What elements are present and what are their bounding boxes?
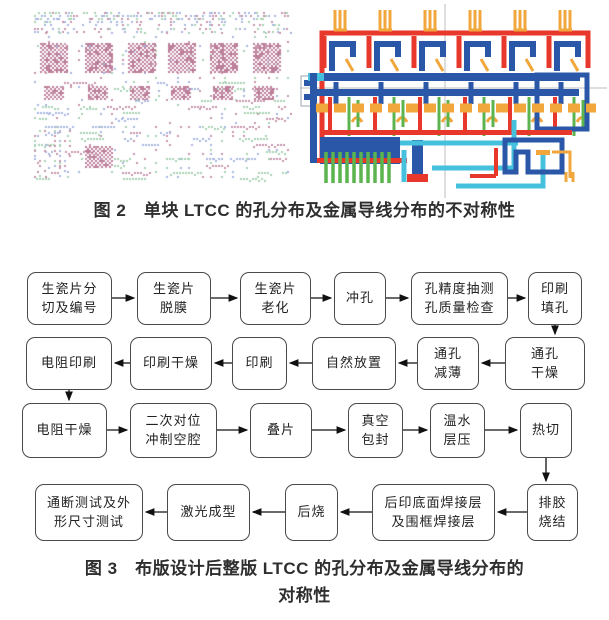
flow-step-r2-1: 电阻印刷	[26, 337, 112, 390]
flow-step-r2-3: 印刷	[232, 337, 287, 390]
flow-step-r2-5: 通孔 减薄	[417, 337, 479, 390]
flow-step-r1-3: 生瓷片 老化	[240, 272, 311, 325]
flow-step-r3-2: 二次对位 冲制空腔	[130, 403, 217, 458]
flow-step-r4-4: 后印底面焊接层 及围框焊接层	[372, 484, 495, 541]
figure-3-caption: 图 3 布版设计后整版 LTCC 的孔分布及金属导线分布的 对称性	[0, 555, 609, 609]
flow-step-r2-6: 通孔 干燥	[505, 337, 585, 390]
flow-step-r1-1: 生瓷片分 切及编号	[27, 272, 112, 325]
flow-step-r1-2: 生瓷片 脱膜	[137, 272, 211, 325]
flow-step-r3-6: 热切	[520, 403, 572, 458]
via-distribution-image	[30, 10, 292, 190]
flow-step-r1-5: 孔精度抽测 孔质量检查	[411, 272, 508, 325]
figure-3-caption-line2: 对称性	[278, 586, 331, 606]
figure-2-caption: 图 2 单块 LTCC 的孔分布及金属导线分布的不对称性	[93, 201, 516, 220]
flow-step-r4-2: 激光成型	[167, 484, 250, 541]
flow-step-r1-6: 印刷 填孔	[528, 272, 582, 325]
metal-trace-layout-image	[300, 4, 607, 198]
flow-step-r3-1: 电阻干燥	[22, 403, 107, 458]
flow-step-r4-5: 排胶 烧结	[527, 484, 578, 541]
flow-step-r2-2: 印刷干燥	[130, 337, 212, 390]
flow-step-r1-4: 冲孔	[334, 272, 386, 325]
flow-step-r4-3: 后烧	[285, 484, 338, 541]
flow-step-r2-4: 自然放置	[312, 337, 396, 390]
flow-step-r3-3: 叠片	[250, 403, 312, 458]
flow-step-r3-4: 真空 包封	[348, 403, 403, 458]
figure-3-caption-line1: 图 3 布版设计后整版 LTCC 的孔分布及金属导线分布的	[84, 559, 525, 578]
flow-step-r3-5: 温水 层压	[430, 403, 485, 458]
flow-step-r4-1: 通断测试及外 形尺寸测试	[35, 484, 143, 541]
